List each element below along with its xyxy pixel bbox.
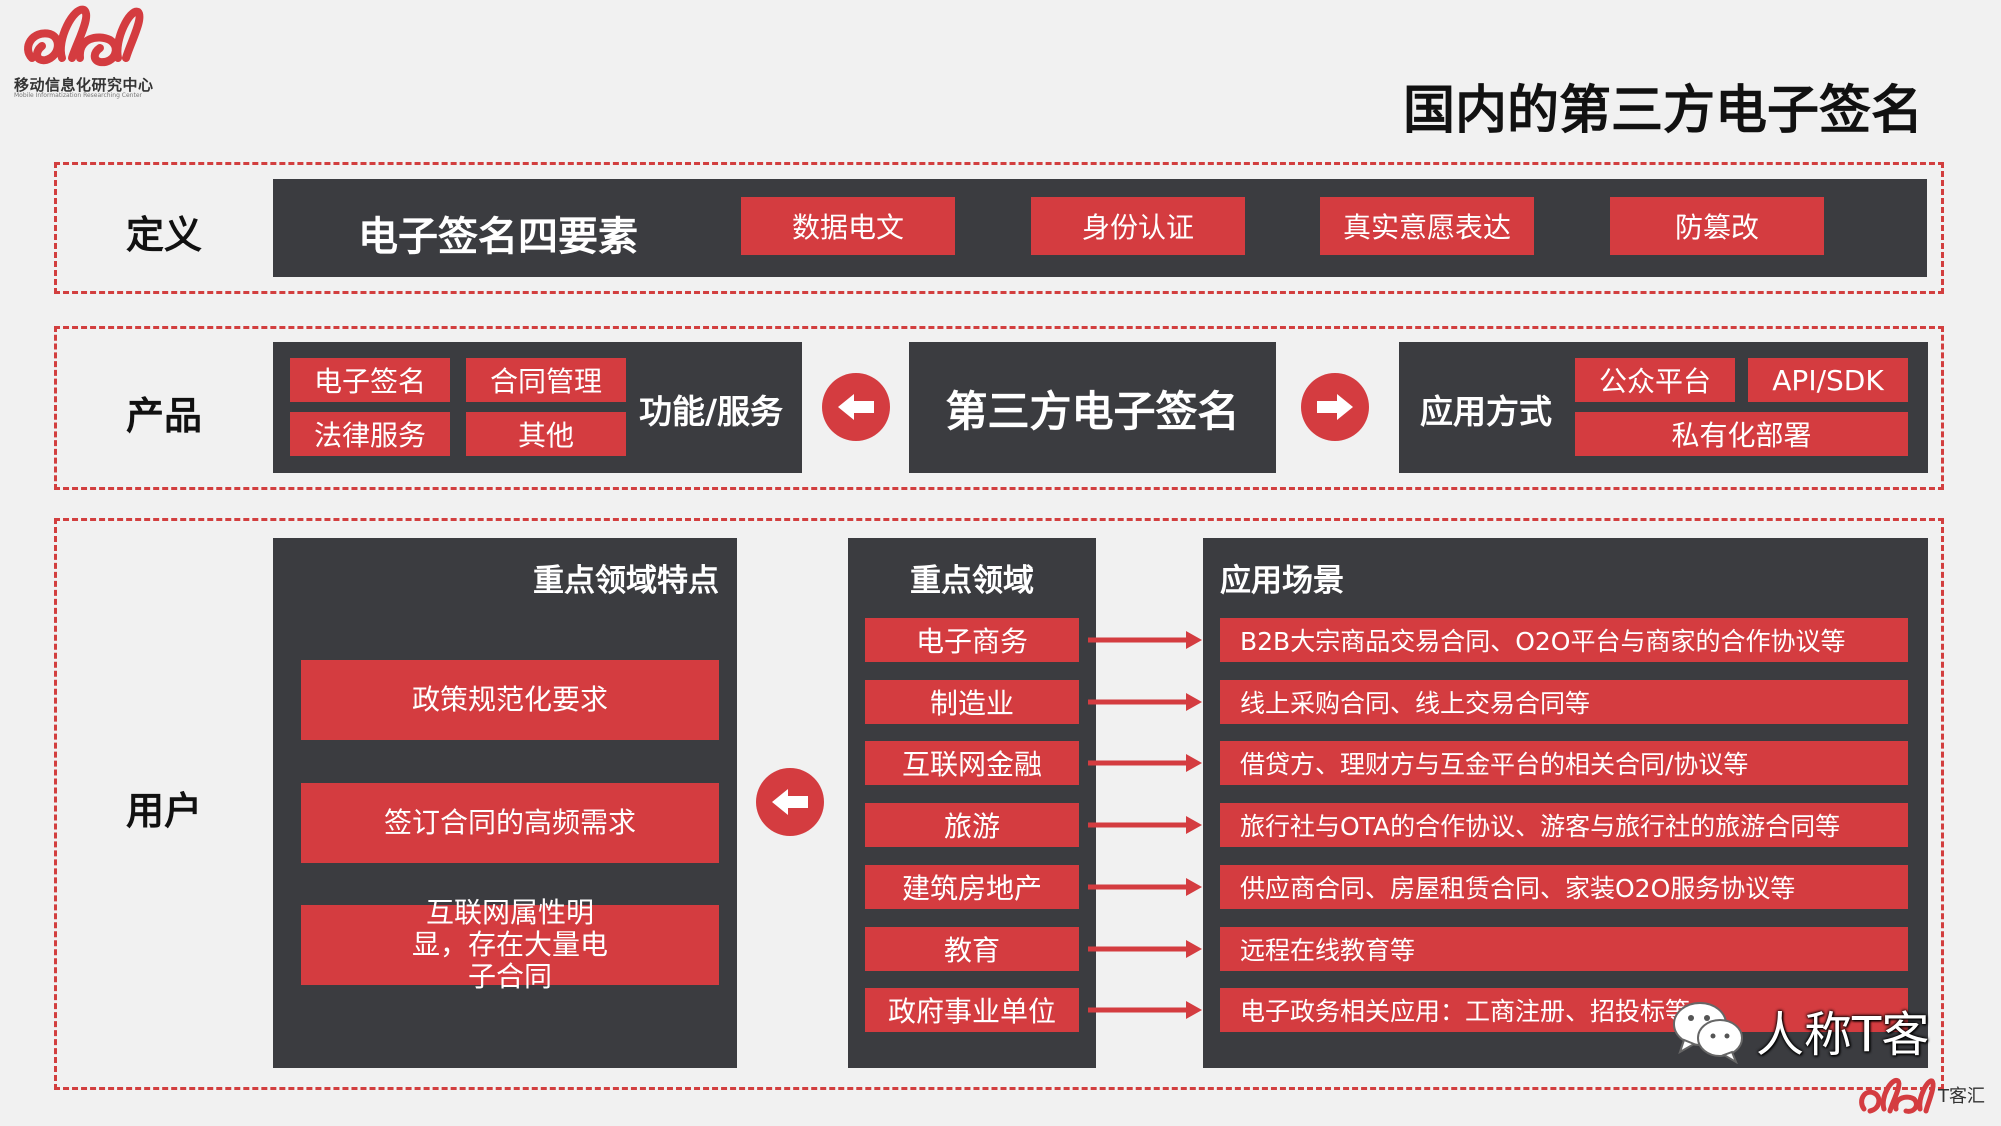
functions-label: 功能/服务 <box>639 392 784 431</box>
scenario-item: 远程在线教育等 <box>1220 927 1908 971</box>
apply-method: 公众平台 <box>1575 358 1735 402</box>
domain-item: 互联网金融 <box>865 741 1079 785</box>
domain-item: 电子商务 <box>865 618 1079 662</box>
logo-org-subtitle: Mobile Informatization Researching Cente… <box>14 92 142 99</box>
domain-item: 建筑房地产 <box>865 865 1079 909</box>
definition-element: 防篡改 <box>1610 197 1824 255</box>
domains-title: 重点领域 <box>910 563 1034 599</box>
page-title: 国内的第三方电子签名 <box>1402 81 1923 141</box>
apply-method: 私有化部署 <box>1575 412 1908 456</box>
function-item: 其他 <box>466 412 626 456</box>
arrow-right-icon <box>1088 940 1202 958</box>
center-label: 第三方电子签名 <box>945 387 1240 436</box>
watermark-text: 人称T客 <box>1756 1007 1930 1063</box>
apply-label: 应用方式 <box>1420 392 1552 431</box>
logo-icon <box>1859 1078 1936 1114</box>
logo-org-name: 移动信息化研究中心 <box>14 76 154 94</box>
arrow-right-icon <box>1088 878 1202 896</box>
arrow-right-icon <box>1088 1001 1202 1019</box>
function-item: 法律服务 <box>290 412 450 456</box>
domain-item: 制造业 <box>865 680 1079 724</box>
wechat-icon <box>1673 1002 1743 1064</box>
scenario-item: 借贷方、理财方与互金平台的相关合同/协议等 <box>1220 741 1908 785</box>
scenario-item: 旅行社与OTA的合作协议、游客与旅行社的旅游合同等 <box>1220 803 1908 847</box>
scenario-item: 线上采购合同、线上交易合同等 <box>1220 680 1908 724</box>
definition-element: 身份认证 <box>1031 197 1245 255</box>
definition-section <box>54 162 1944 294</box>
definition-header: 电子签名四要素 <box>358 214 638 260</box>
scenarios-title: 应用场景 <box>1220 563 1344 599</box>
scenario-item: B2B大宗商品交易合同、O2O平台与商家的合作协议等 <box>1220 618 1908 662</box>
definition-element: 数据电文 <box>741 197 955 255</box>
scenario-item: 电子政务相关应用：工商注册、招投标等 <box>1220 988 1908 1032</box>
scenario-item: 供应商合同、房屋租赁合同、家装O2O服务协议等 <box>1220 865 1908 909</box>
arrow-right-icon <box>1301 373 1369 441</box>
arrow-right-icon <box>1088 816 1202 834</box>
function-item: 电子签名 <box>290 358 450 402</box>
domain-item: 政府事业单位 <box>865 988 1079 1032</box>
apply-method: API/SDK <box>1748 358 1908 402</box>
user-section <box>54 518 1944 1090</box>
definition-label: 定义 <box>126 213 203 257</box>
features-title: 重点领域特点 <box>533 563 719 599</box>
definition-element: 真实意愿表达 <box>1320 197 1534 255</box>
arrow-left-icon <box>756 768 824 836</box>
arrow-right-icon <box>1088 631 1202 649</box>
center-panel <box>909 342 1276 473</box>
arrow-left-icon <box>822 373 890 441</box>
function-item: 合同管理 <box>466 358 626 402</box>
product-section <box>54 326 1944 490</box>
domain-item: 旅游 <box>865 803 1079 847</box>
domain-item: 教育 <box>865 927 1079 971</box>
product-label: 产品 <box>126 394 203 438</box>
watermark: 人称T客 <box>1670 995 1929 1065</box>
user-label: 用户 <box>126 789 203 833</box>
logo-icon <box>24 5 144 67</box>
corner-logo: T客汇 <box>1858 1070 1998 1120</box>
feature-item: 互联网属性明显，存在大量电子合同 <box>301 896 719 993</box>
arrow-right-icon <box>1088 754 1202 772</box>
feature-item: 政策规范化要求 <box>301 660 719 740</box>
feature-item: 签订合同的高频需求 <box>301 783 719 863</box>
corner-logo-text: T客汇 <box>1938 1086 1985 1107</box>
arrow-right-icon <box>1088 693 1202 711</box>
